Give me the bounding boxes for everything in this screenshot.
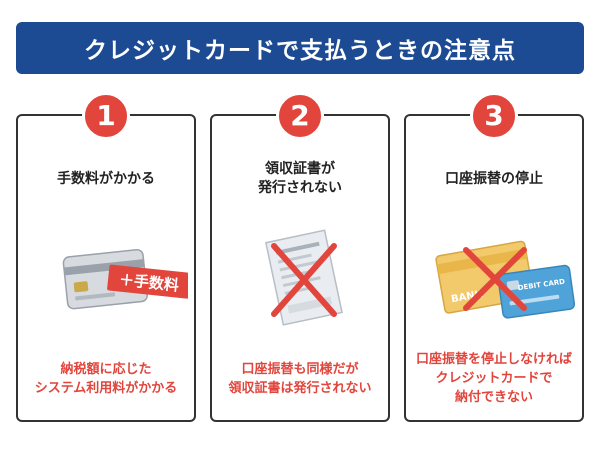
- receipt-crossed-icon: [264, 229, 343, 326]
- card-description: 口座振替も同様だが 領収証書は発行されない: [212, 360, 388, 398]
- card-description-line: 口座振替を停止しなければ: [415, 352, 572, 367]
- card-description-line: 納付できない: [454, 390, 533, 405]
- page-title: クレジットカードで支払うときの注意点: [84, 38, 516, 64]
- card-description-line: 領収証書は発行されない: [228, 381, 372, 396]
- card-heading: 手数料がかかる: [18, 170, 194, 189]
- number-badge-text: 1: [96, 99, 116, 132]
- card-receipt: 2 領収証書が 発行されない 口座振替も同様だが 領収証書は発行されない: [210, 92, 390, 422]
- card-heading-line: 口座振替の停止: [445, 171, 543, 187]
- card-heading: 口座振替の停止: [406, 170, 582, 189]
- card-heading-line: 手数料がかかる: [57, 171, 155, 187]
- card-description-line: 納税額に応じた: [60, 362, 152, 377]
- credit-card-fee-icon: ＋手数料: [62, 249, 188, 310]
- number-badge: 2: [276, 92, 324, 140]
- card-heading-line: 発行されない: [258, 180, 342, 196]
- bank-card-crossed-icon: BANK DEBIT CARD: [435, 240, 576, 319]
- number-badge: 3: [470, 92, 518, 140]
- card-description-line: クレジットカードで: [435, 371, 553, 386]
- card-fee: 1 手数料がかかる ＋手数料 納税額に応じた システム利用料がかかる: [16, 92, 196, 422]
- number-badge-text: 3: [484, 99, 504, 132]
- card-description-line: 口座振替も同様だが: [241, 362, 359, 377]
- number-badge: 1: [82, 92, 130, 140]
- card-heading: 領収証書が 発行されない: [212, 160, 388, 198]
- card-description-line: システム利用料がかかる: [34, 381, 178, 396]
- card-heading-line: 領収証書が: [265, 161, 335, 177]
- card-bank-transfer: 3 口座振替の停止 BANK DEBIT CARD 口座振替を停止しなければ ク…: [404, 92, 584, 422]
- card-description: 納税額に応じた システム利用料がかかる: [18, 360, 194, 398]
- number-badge-text: 2: [290, 99, 310, 132]
- title-banner: クレジットカードで支払うときの注意点: [16, 22, 584, 74]
- card-description: 口座振替を停止しなければ クレジットカードで 納付できない: [406, 350, 582, 407]
